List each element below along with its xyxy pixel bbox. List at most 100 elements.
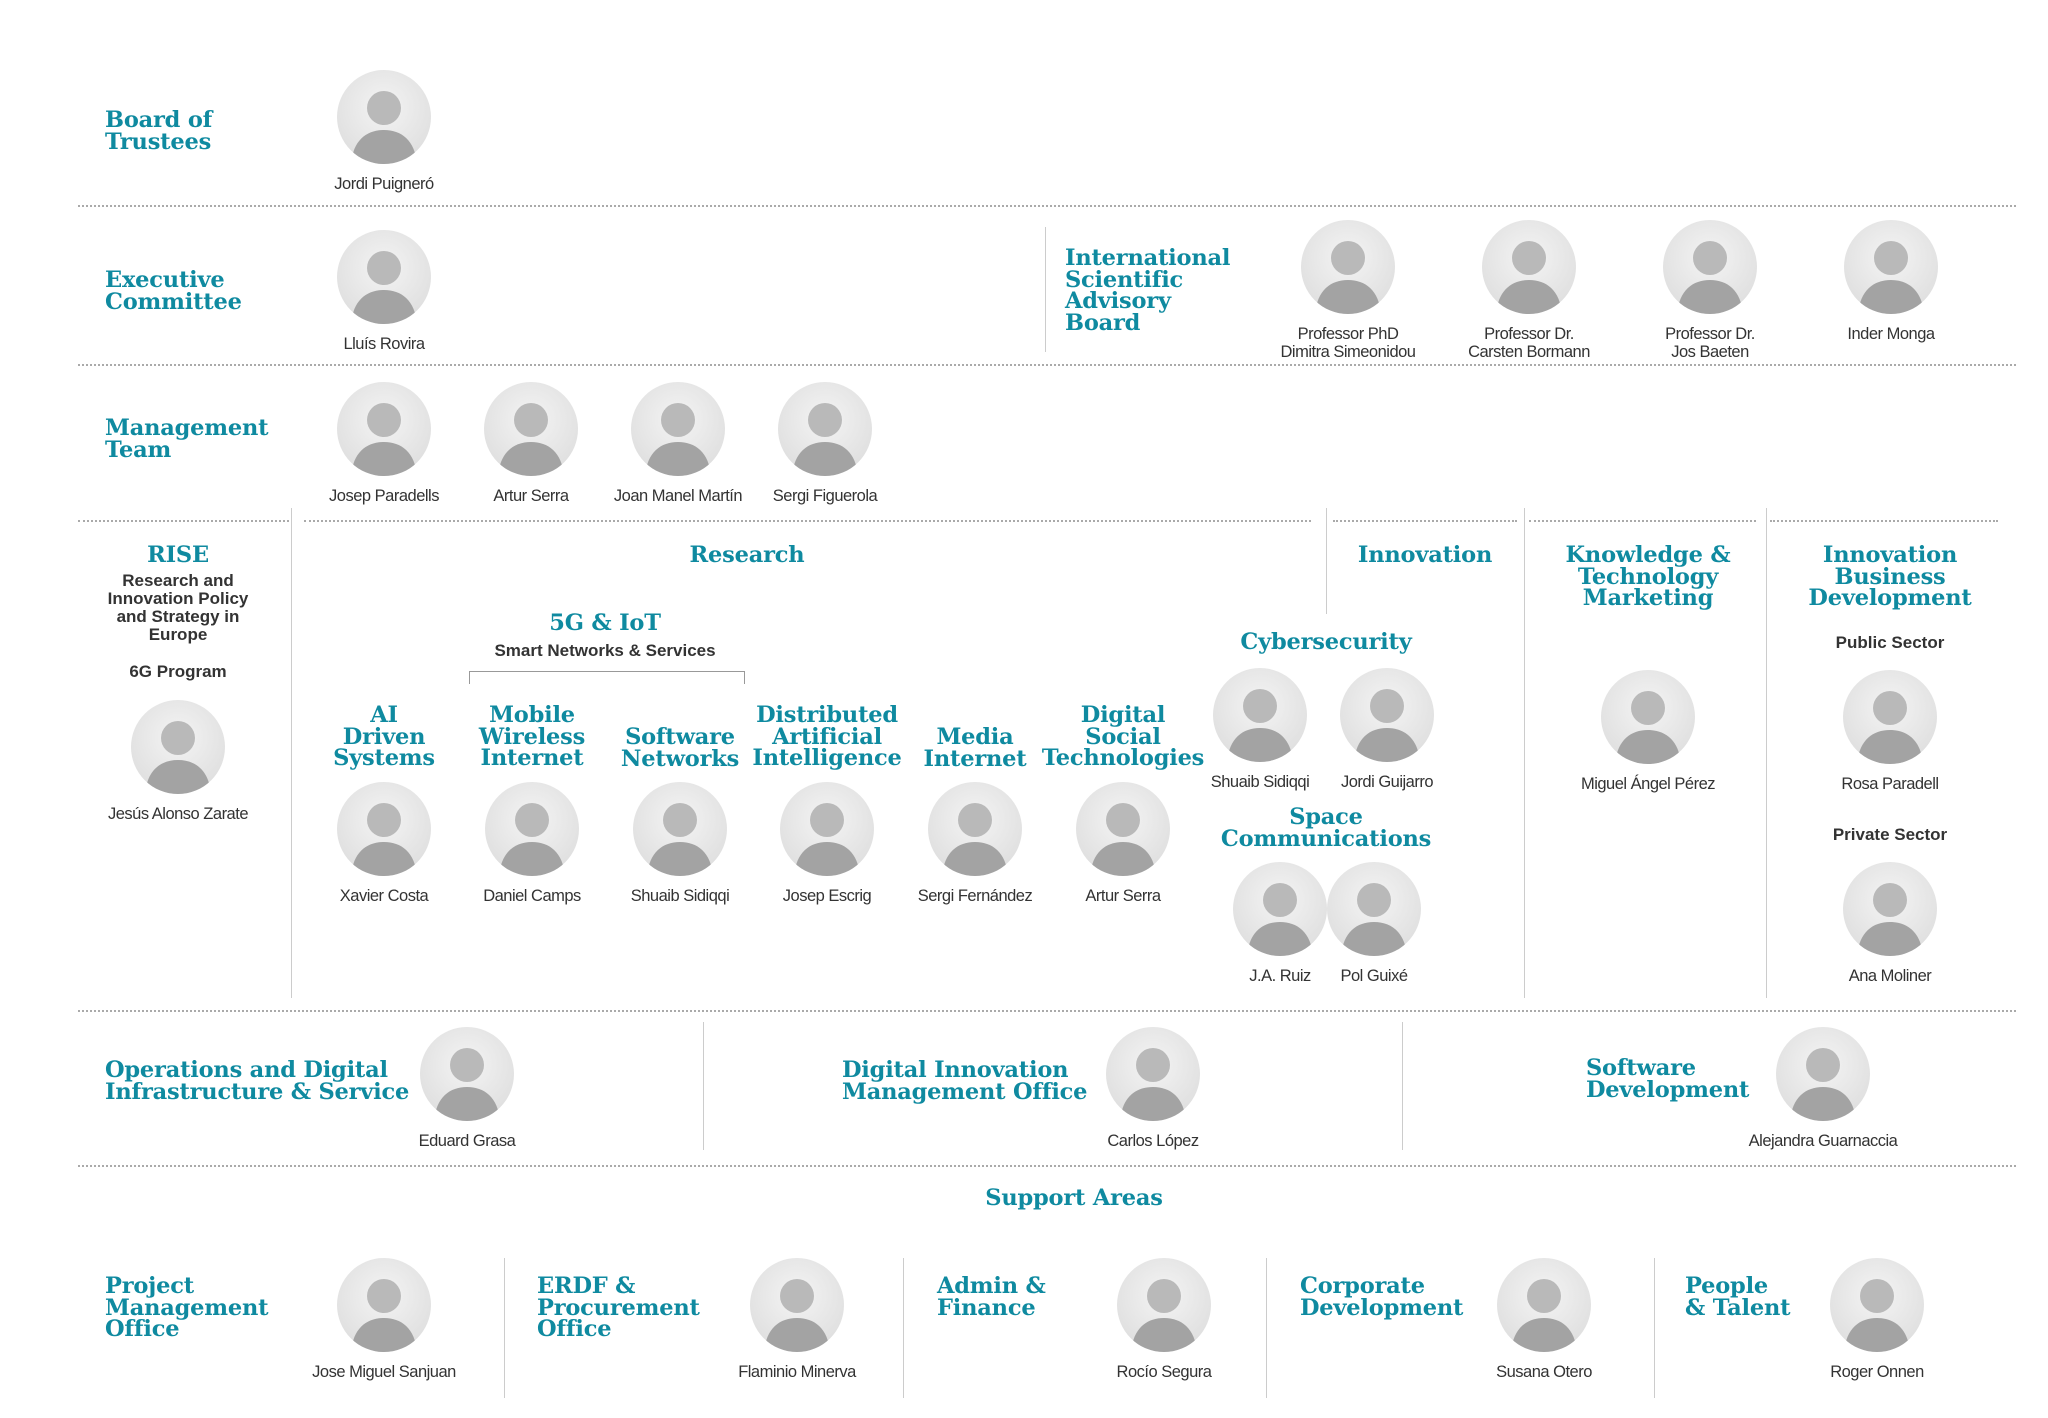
person-card: Rocío Segura [1054,1258,1274,1382]
person-card: Shuaib Sidiqqi [570,782,790,906]
person-photo [1843,670,1937,764]
person-silhouette-icon [1615,691,1681,764]
person-photo [131,700,225,794]
person-card: Susana Otero [1434,1258,1654,1382]
support-title: Support Areas [985,1185,1163,1211]
person-photo [631,382,725,476]
column-divider [291,508,292,998]
support-title-erdf: ERDF & Procurement Office [537,1273,700,1342]
person-photo [1482,220,1576,314]
person-card: Josep Paradells [274,382,494,506]
person-photo [1106,1027,1200,1121]
person-name: Xavier Costa [339,887,429,905]
person-silhouette-icon [351,91,417,164]
person-card: Josep Escrig [717,782,937,906]
person-silhouette-icon [792,403,858,476]
person-photo [750,1258,844,1352]
person-card: Sergi Figuerola [715,382,935,506]
person-silhouette-icon [1511,1279,1577,1352]
row-divider [78,1010,2016,1012]
person-card: Ana Moliner [1780,862,2000,986]
person-card: Jose Miguel Sanjuan [274,1258,494,1382]
person-card: Miguel Ángel Pérez [1538,670,1758,794]
rise-program: 6G Program [129,662,227,681]
person-silhouette-icon [351,1279,417,1352]
person-photo [780,782,874,876]
person-name: Flaminio Minerva [738,1363,856,1381]
support-title-pmo: Project Management Office [105,1273,269,1342]
unit-title-media: Media Internet [923,724,1027,772]
person-photo [1843,862,1937,956]
person-silhouette-icon [1858,241,1924,314]
person-photo [484,382,578,476]
unit-title-mobile: Mobile Wireless Internet [478,702,586,771]
unit-title-ai: AI Driven Systems [333,702,435,771]
space-title: Space Communications [1220,804,1432,852]
rise-subtitle: Research and Innovation Policy and Strat… [107,571,249,644]
operations-title: Operations and Digital Infrastructure & … [105,1057,410,1105]
person-name: Sergi Figuerola [772,487,878,505]
support-title-people: People & Talent [1685,1273,1791,1321]
management-title: Management Team [105,415,269,463]
ktm-title: Knowledge & Technology Marketing [1565,542,1731,611]
isab-title: International Scientific Advisory Board [1065,245,1231,336]
software-dev-title: Software Development [1586,1055,1750,1103]
person-photo [633,782,727,876]
person-name: Roger Onnen [1830,1363,1924,1381]
person-silhouette-icon [1227,689,1293,762]
person-name: Jose Miguel Sanjuan [312,1363,456,1381]
person-card: Artur Serra [421,382,641,506]
person-card: Sergi Fernández [865,782,1085,906]
person-silhouette-icon [145,721,211,794]
person-name: Professor Dr. Carsten Bormann [1468,325,1590,361]
unit-title-digital-social: Digital Social Technologies [1041,702,1205,771]
row-divider [1770,520,1998,522]
column-divider [1045,227,1046,352]
person-card: Carlos López [1043,1027,1263,1151]
person-card: Jordi Puigneró [274,70,494,194]
column-divider [1266,1258,1267,1398]
person-name: Ana Moliner [1848,967,1932,985]
person-silhouette-icon [942,803,1008,876]
support-title-admin: Admin & Finance [937,1273,1046,1321]
person-silhouette-icon [1341,883,1407,956]
person-name: Carlos López [1107,1132,1199,1150]
column-divider [504,1258,505,1398]
person-silhouette-icon [499,803,565,876]
person-name: Artur Serra [493,487,569,505]
person-card: Shuaib Sidiqqi [1150,668,1370,792]
person-silhouette-icon [1120,1048,1186,1121]
group-5g-bracket [469,671,745,684]
person-photo [485,782,579,876]
person-silhouette-icon [434,1048,500,1121]
column-divider [1766,508,1767,998]
person-silhouette-icon [351,251,417,324]
column-divider [903,1258,904,1398]
person-name: Miguel Ángel Pérez [1580,775,1716,793]
person-card: Inder Monga [1781,220,2001,344]
row-divider [304,520,1311,522]
rise-title: RISE [147,542,209,568]
person-name: Susana Otero [1496,1363,1592,1381]
group-5g-title: 5G & IoT [549,610,661,636]
person-name: Eduard Grasa [418,1132,516,1150]
person-card: Artur Serra [1013,782,1233,906]
person-name: Jesús Alonso Zarate [108,805,249,823]
person-name: Pol Guixé [1340,967,1408,985]
person-name: Alejandra Guarnaccia [1748,1132,1898,1150]
ibd-private-label: Private Sector [1832,825,1948,844]
unit-title-distributed-ai: Distributed Artificial Intelligence [752,702,902,771]
person-name: Josep Escrig [782,887,872,905]
person-photo [1663,220,1757,314]
person-name: Sergi Fernández [917,887,1033,905]
person-name: Josep Paradells [329,487,439,505]
person-photo [778,382,872,476]
row-divider [1333,520,1517,522]
person-silhouette-icon [647,803,713,876]
person-name: Rosa Paradell [1841,775,1939,793]
person-name: Artur Serra [1085,887,1161,905]
person-card: Daniel Camps [422,782,642,906]
column-divider [1654,1258,1655,1398]
person-silhouette-icon [1131,1279,1197,1352]
person-silhouette-icon [1790,1048,1856,1121]
